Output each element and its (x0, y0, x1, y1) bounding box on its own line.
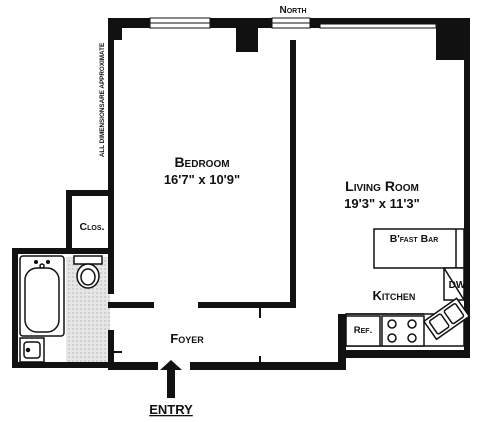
stove (381, 315, 425, 347)
foyer-label: Foyer (170, 331, 204, 346)
breakfast-bar-label: B'fast Bar (390, 233, 439, 245)
kitchen-sink (422, 297, 471, 341)
windows (149, 17, 437, 29)
entry-arrow (160, 360, 182, 398)
dishwasher (443, 267, 465, 301)
door-marks (114, 308, 261, 362)
closet-label: Clos. (80, 221, 105, 233)
refrigerator-label: Ref. (354, 325, 372, 336)
bathtub (19, 255, 65, 337)
dishwasher-label: DW (449, 280, 466, 291)
toilet (73, 255, 103, 289)
refrigerator (345, 315, 381, 347)
compass-label: North (279, 5, 306, 16)
entry-label: ENTRY (149, 402, 193, 417)
kitchen-label: Kitchen (373, 288, 416, 303)
breakfast-bar (373, 228, 465, 269)
living-room-dimensions: 19'3" x 11'3" (344, 196, 420, 211)
bedroom-dimensions: 16'7" x 10'9" (164, 172, 240, 187)
walls (12, 18, 470, 370)
living-room-label: Living Room (345, 178, 419, 194)
bedroom-label: Bedroom (174, 154, 229, 170)
bathroom-sink (19, 337, 45, 363)
disclaimer-label: ALL DIMENSIONSARE APPROXIMATE (99, 43, 106, 157)
